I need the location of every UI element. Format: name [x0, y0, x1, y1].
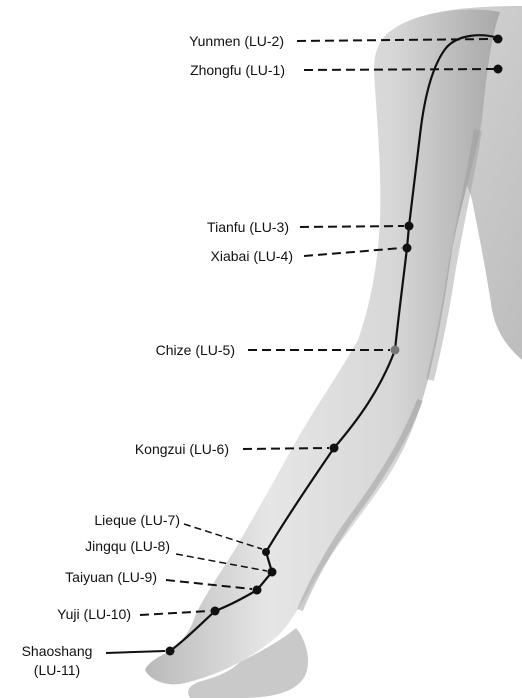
point-dot-lu-11	[166, 647, 175, 656]
label-lu-2: Yunmen (LU-2)	[189, 33, 284, 49]
label-lu-9: Taiyuan (LU-9)	[65, 569, 157, 585]
leader-line-lu-11	[106, 651, 165, 653]
leader-line-lu-6	[243, 448, 329, 449]
label-lu-3: Tianfu (LU-3)	[207, 219, 289, 235]
label-lu-7: Lieque (LU-7)	[94, 512, 180, 528]
label-lu-6: Kongzui (LU-6)	[135, 441, 229, 457]
label-lu-4: Xiabai (LU-4)	[211, 248, 293, 264]
point-dot-lu-2	[494, 35, 503, 44]
leader-line-lu-3	[300, 226, 404, 227]
point-dot-lu-5	[391, 346, 400, 355]
label-lu-1: Zhongfu (LU-1)	[190, 62, 285, 78]
point-dot-lu-1	[494, 65, 503, 74]
point-dot-lu-3	[405, 222, 414, 231]
point-dot-lu-8	[268, 568, 277, 577]
label-lu-10: Yuji (LU-10)	[57, 606, 131, 622]
label-lu-5: Chize (LU-5)	[156, 342, 235, 358]
label-lu-8: Jingqu (LU-8)	[85, 538, 170, 554]
point-dot-lu-7	[262, 548, 270, 556]
point-dot-lu-10	[211, 607, 220, 616]
point-dot-lu-9	[253, 586, 262, 595]
label-lu-11-name: Shaoshang	[22, 643, 93, 659]
label-lu-11-code: (LU-11)	[34, 662, 80, 678]
point-dot-lu-6	[330, 444, 339, 453]
point-dot-lu-4	[403, 244, 412, 253]
